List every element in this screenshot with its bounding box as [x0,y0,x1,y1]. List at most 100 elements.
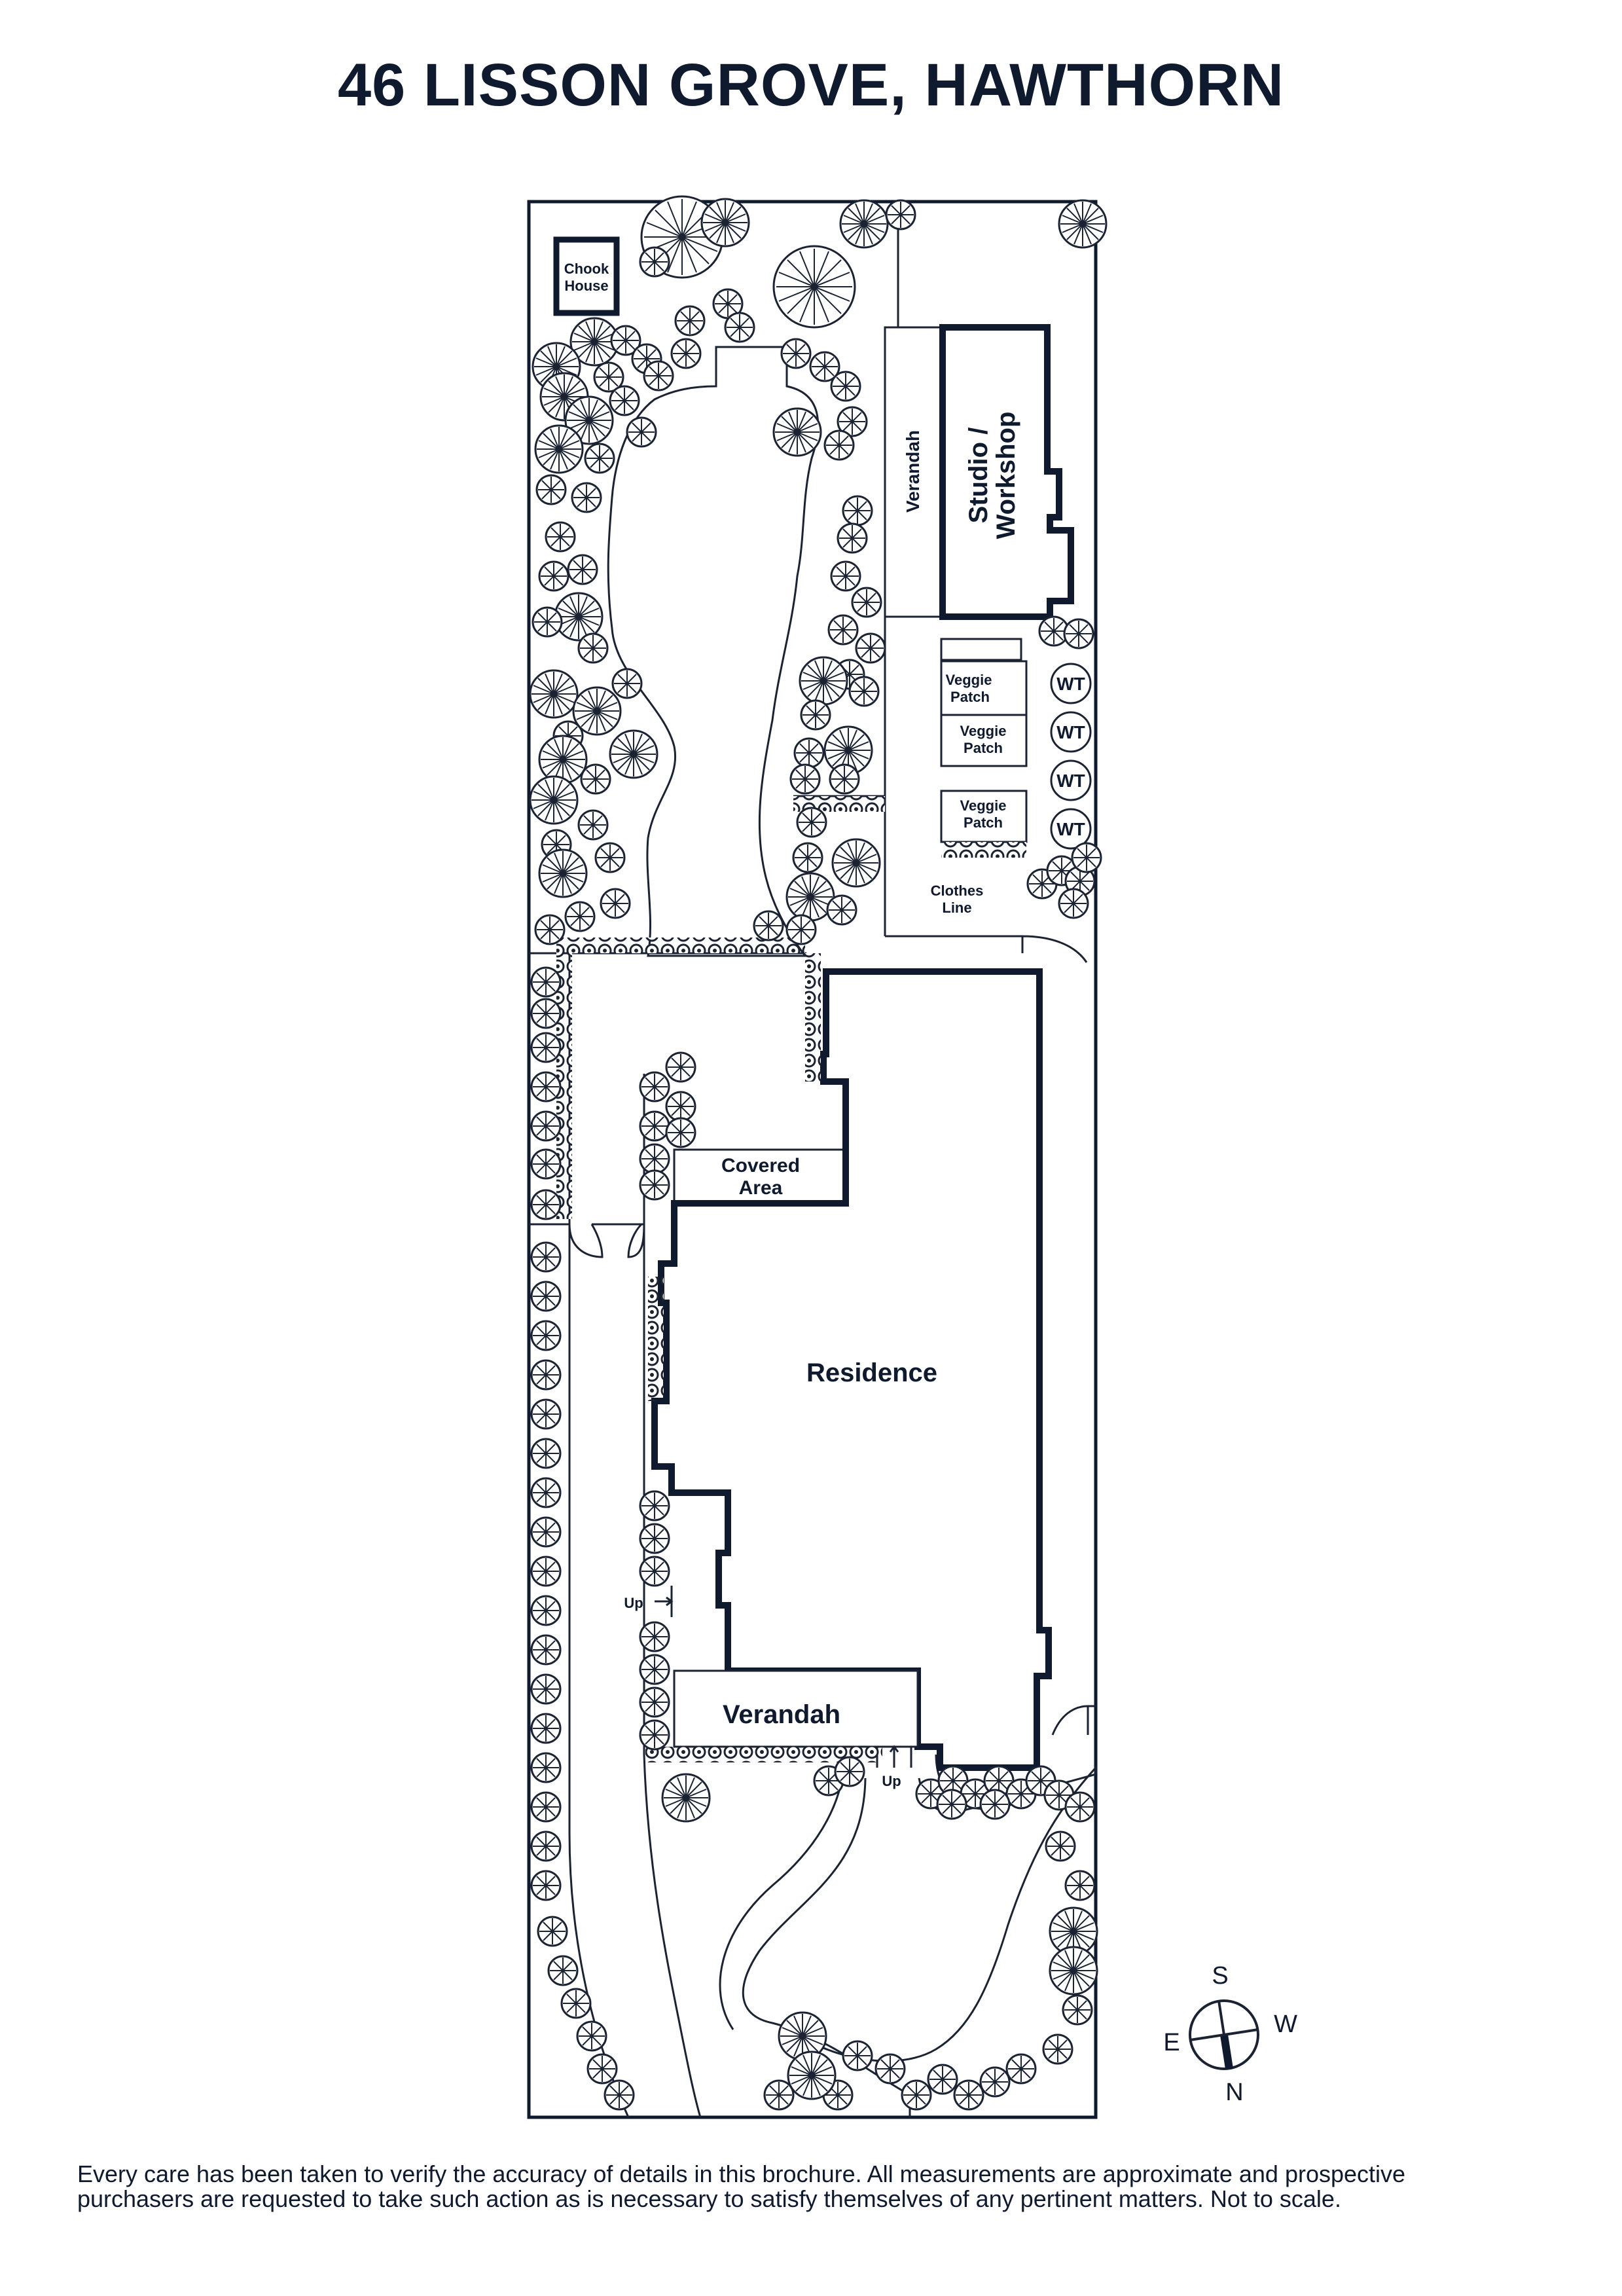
rear-verandah [884,326,943,618]
covered-area [673,1148,847,1205]
tree-22 [827,614,859,646]
tree-136 [979,1789,1011,1820]
tree-103 [530,1831,562,1862]
compass-west: W [1274,2011,1297,2038]
compass-cross [1189,2028,1259,2041]
tree-86 [530,1148,562,1180]
veggie-1-label-2: Patch [950,689,990,705]
water-tank-3: WT [1050,759,1092,801]
disclaimer-line-2: purchasers are requested to take such ac… [77,2185,1341,2212]
tree-19 [837,522,868,554]
tree-124 [639,1719,670,1751]
tree-51 [535,474,567,505]
tree-50 [584,443,615,474]
driveway-curve [568,1224,630,2118]
lot-boundary [527,200,1098,2119]
disclaimer: Every care has been taken to verify the … [77,2162,1557,2212]
tree-125 [661,1773,711,1823]
tree-58 [577,632,609,664]
front-gate [1051,1705,1096,1736]
tree-72 [564,901,596,932]
tree-59 [529,669,579,719]
tree-5 [839,199,889,249]
tree-55 [538,560,569,592]
tree-83 [530,1032,562,1063]
tree-69 [594,842,626,873]
tree-75 [1063,618,1094,649]
tree-53 [545,521,576,553]
studio-label-2: Workshop [992,412,1020,539]
tree-37 [785,914,817,945]
covered-area-label-1: Covered [721,1155,800,1176]
hedge-veggie [941,842,1026,858]
tree-93 [530,1438,562,1469]
tree-42 [643,360,674,392]
water-tank-3-label: WT [1056,771,1085,791]
tree-33 [831,838,881,888]
tree-99 [530,1673,562,1705]
tree-141 [1049,1946,1098,1995]
tree-63 [538,735,588,784]
side-up-label: Up [624,1595,643,1611]
tree-23 [855,632,886,664]
chook-house [553,236,620,316]
veggie-3-label-2: Patch [964,814,1003,831]
tree-18 [842,495,873,526]
tree-82 [530,998,562,1029]
studio-label-1: Studio / [964,428,993,524]
tree-87 [530,1189,562,1220]
tree-7 [639,246,670,278]
hedge-residence-side [805,953,821,1082]
tree-36 [753,910,784,941]
water-tank-2: WT [1050,711,1092,753]
tree-25 [799,656,848,706]
side-up-arrow [655,1596,674,1607]
tree-52 [571,482,602,513]
tree-135 [936,1789,967,1820]
tree-90 [530,1320,562,1351]
compass-east: E [1163,2029,1180,2056]
tree-34 [792,842,823,873]
side-gate [529,1223,645,1258]
tree-57 [532,606,563,638]
tree-101 [530,1752,562,1783]
tree-67 [577,809,609,841]
tree-20 [830,560,861,592]
front-verandah [673,1669,919,1748]
tree-113 [665,1091,696,1122]
tree-92 [530,1398,562,1430]
water-tank-1-label: WT [1056,674,1085,694]
tree-4 [1058,199,1108,249]
tree-117 [639,1169,670,1201]
compass: S W E N [1163,1962,1297,2106]
disclaimer-line-1: Every care has been taken to verify the … [77,2160,1406,2187]
tree-138 [1045,1831,1076,1862]
water-tank-1: WT [1050,663,1092,704]
tree-47 [609,385,640,416]
tree-14 [830,371,861,402]
tree-102 [530,1791,562,1823]
tree-29 [793,737,825,769]
tree-96 [530,1556,562,1587]
tree-26 [848,676,880,707]
tree-123 [639,1686,670,1718]
tree-106 [547,1955,579,1986]
water-tank-4-label: WT [1056,819,1085,839]
tree-104 [530,1870,562,1901]
tree-2 [772,245,856,329]
tree-147 [927,2064,958,2095]
tree-122 [639,1654,670,1685]
veggie-patch-3 [940,790,1028,843]
tree-145 [979,2066,1011,2098]
tree-81 [530,966,562,998]
clothes-area-outline [885,935,1088,963]
tree-64 [609,729,658,779]
tree-109 [586,2053,618,2085]
tree-150 [842,2040,873,2071]
tree-6 [885,199,916,230]
tree-112 [639,1071,670,1102]
tree-110 [604,2079,635,2111]
tree-73 [534,914,566,945]
tree-11 [670,338,702,369]
water-tank-4: WT [1050,808,1092,850]
